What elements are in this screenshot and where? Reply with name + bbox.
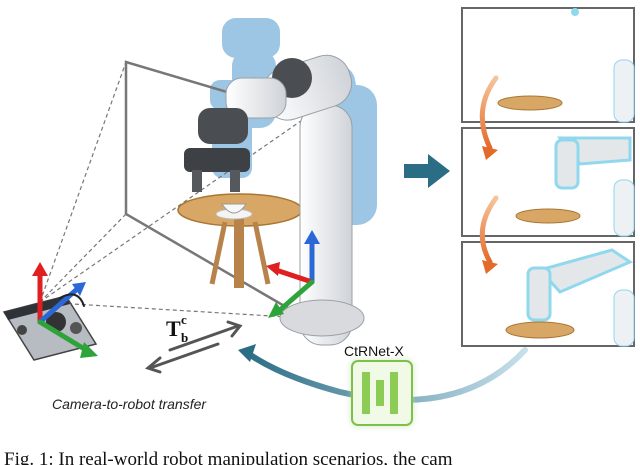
panel-3 — [461, 241, 635, 347]
network-label: CtRNet-X — [344, 343, 405, 359]
figure-caption: Fig. 1: In real-world robot manipulation… — [4, 449, 453, 465]
transfer-label: Camera-to-robot transfer — [52, 396, 207, 412]
ctrnet-x-block: CtRNet-X — [344, 343, 413, 426]
sequence-arrows — [479, 75, 499, 265]
svg-text:b: b — [181, 330, 188, 345]
panel-1 — [461, 7, 635, 123]
table — [177, 193, 303, 288]
svg-text:c: c — [181, 312, 187, 327]
robot-scene: T c b Camera-to-robot transfer — [2, 18, 377, 412]
arrowhead-2 — [482, 260, 498, 274]
robot-arm — [184, 54, 365, 346]
transform-label: T c b — [166, 312, 188, 345]
transfer-arrows — [144, 320, 243, 374]
forward-arrow — [404, 154, 450, 188]
svg-text:T: T — [166, 316, 181, 341]
robot-base-axes — [266, 230, 320, 318]
camera-axes — [32, 262, 98, 358]
figure: T c b Camera-to-robot transfer — [2, 7, 635, 426]
arrowhead-1 — [482, 146, 498, 160]
